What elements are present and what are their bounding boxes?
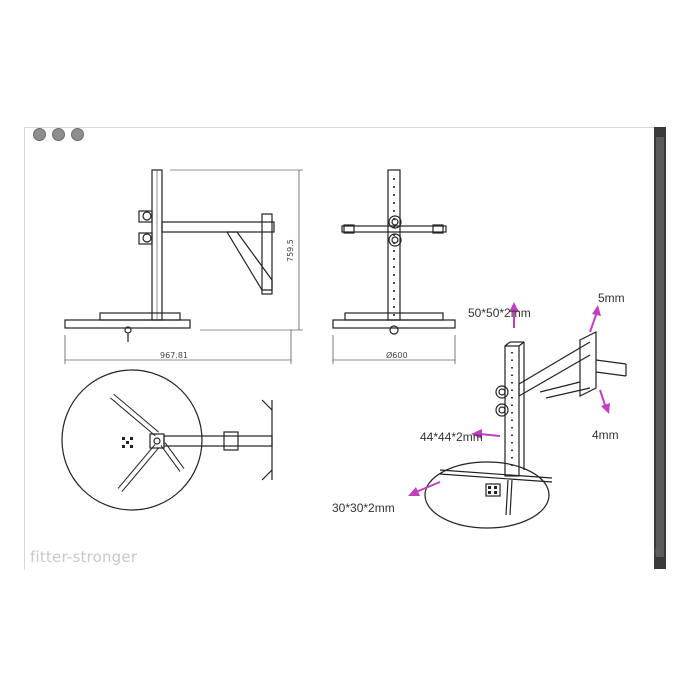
side-view	[64, 169, 303, 364]
close-icon[interactable]	[33, 128, 46, 141]
vertical-scrollbar[interactable]	[654, 127, 666, 569]
drawing-canvas	[24, 127, 655, 570]
front-width-dim: Ø600	[386, 350, 408, 360]
label-upright: 50*50*2mm	[468, 306, 531, 320]
label-arm: 44*44*2mm	[420, 430, 483, 444]
isometric-view	[424, 331, 627, 529]
side-height-dim: 759.5	[286, 239, 295, 262]
annotation-arrows	[408, 302, 610, 496]
scrollbar-thumb[interactable]	[656, 137, 664, 557]
watermark: fitter-stronger	[30, 548, 138, 566]
minimize-icon[interactable]	[52, 128, 65, 141]
label-base: 30*30*2mm	[332, 501, 395, 515]
corner-mark: ©	[654, 547, 661, 557]
front-view	[332, 169, 456, 364]
top-view	[61, 369, 273, 511]
side-width-dim: 967.81	[160, 351, 188, 360]
label-side-plate: 4mm	[592, 428, 619, 442]
label-top-plate: 5mm	[598, 291, 625, 305]
zoom-icon[interactable]	[71, 128, 84, 141]
